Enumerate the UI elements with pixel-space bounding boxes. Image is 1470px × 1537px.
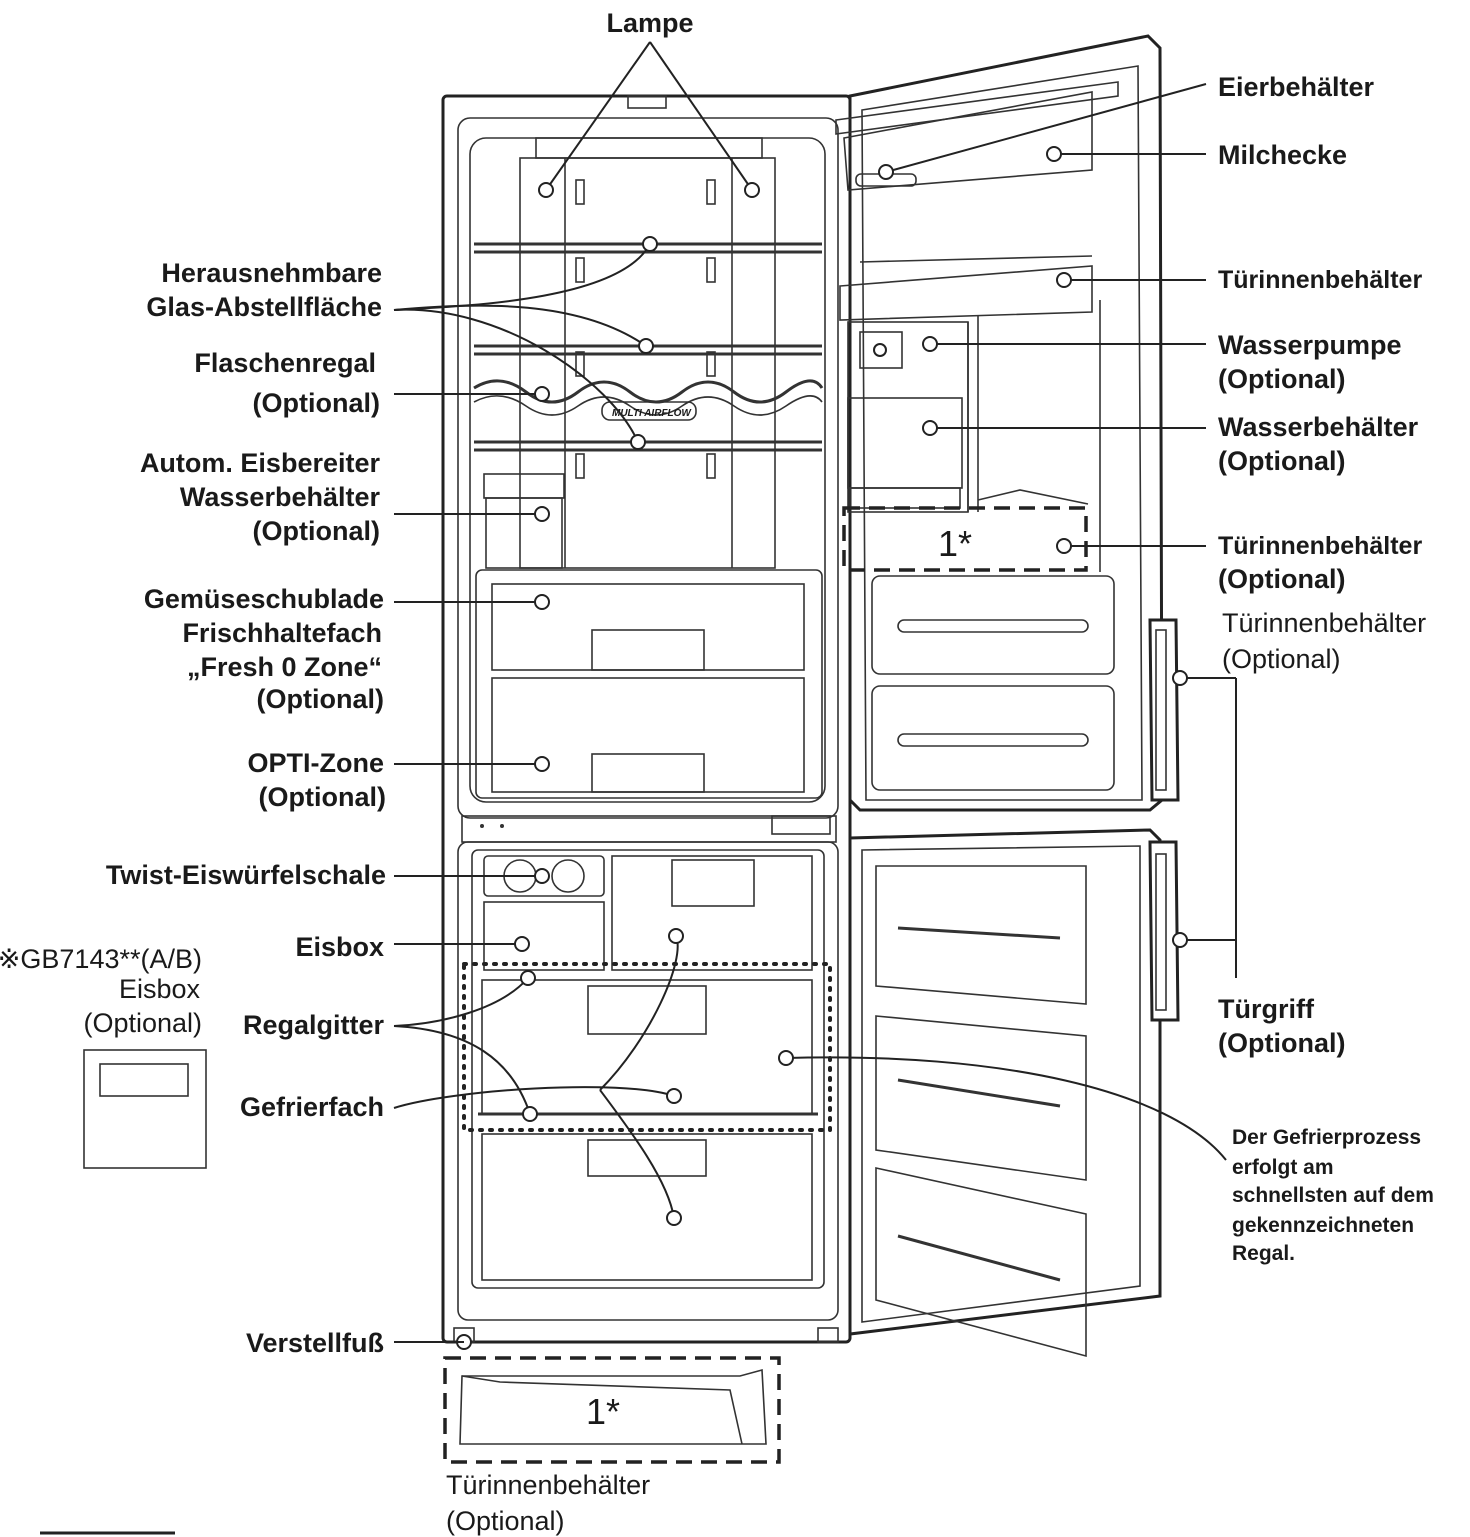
svg-text:(Optional): (Optional) xyxy=(1218,1028,1345,1058)
label-wasserbehaelter: Wasserbehälter xyxy=(1218,412,1419,442)
label-lampe: Lampe xyxy=(606,8,693,38)
svg-text:Wasserbehälter: Wasserbehälter xyxy=(180,482,381,512)
label-veg-drawer: Gemüseschublade xyxy=(144,584,384,614)
leader-lines xyxy=(393,41,1237,1343)
label-gefrierfach: Gefrierfach xyxy=(240,1092,384,1122)
label-tuerinnenbehaelter-1: Türinnenbehälter xyxy=(1218,266,1422,294)
label-eierbehaelter: Eierbehälter xyxy=(1218,72,1375,102)
callout-dots xyxy=(514,146,1188,1226)
marker-bin: 1* xyxy=(586,1391,620,1432)
svg-text:(Optional): (Optional) xyxy=(83,1008,202,1038)
svg-text:(Optional): (Optional) xyxy=(1218,564,1345,594)
svg-text:(Optional): (Optional) xyxy=(259,782,386,812)
label-glass-shelf: Herausnehmbare xyxy=(161,258,382,288)
label-opti-zone: OPTI-Zone xyxy=(248,748,385,778)
freeze-note-line-5: Regal. xyxy=(1232,1242,1295,1265)
svg-text:(Optional): (Optional) xyxy=(446,1506,565,1536)
eisbox-inset xyxy=(83,1049,207,1169)
upper-door xyxy=(771,34,1180,835)
label-bottle-rack: Flaschenregal xyxy=(194,348,376,378)
label-eisbox: Eisbox xyxy=(295,932,384,962)
freeze-note-line-3: schnellsten auf dem xyxy=(1232,1184,1434,1207)
lower-door xyxy=(848,828,1180,1358)
labels-left: Lampe Herausnehmbare Glas-Abstellfläche … xyxy=(0,8,694,1536)
svg-text:(Optional): (Optional) xyxy=(257,684,384,714)
freeze-note-line-4: gekennzeichneten xyxy=(1232,1214,1414,1237)
label-twist-tray: Twist-Eiswürfelschale xyxy=(106,860,386,890)
label-model-note: ※GB7143**(A/B) xyxy=(0,944,202,974)
label-wasserpumpe: Wasserpumpe xyxy=(1218,330,1402,360)
labels-right: Eierbehälter Milchecke Türinnenbehälter … xyxy=(1218,72,1434,1265)
marker-door-bin: 1* xyxy=(938,523,972,564)
svg-text:„Fresh 0 Zone“: „Fresh 0 Zone“ xyxy=(187,652,382,682)
freeze-note-line-2: erfolgt am xyxy=(1232,1156,1334,1179)
label-tuergriff: Türgriff xyxy=(1218,994,1315,1024)
label-tuerinnenbehaelter-2: Türinnenbehälter xyxy=(1218,532,1422,560)
svg-text:Glas-Abstellfläche: Glas-Abstellfläche xyxy=(146,292,382,322)
separate-door-bin: 1* xyxy=(443,1356,781,1464)
label-icemaker: Autom. Eisbereiter xyxy=(140,448,381,478)
svg-text:(Optional): (Optional) xyxy=(1218,446,1345,476)
svg-text:(Optional): (Optional) xyxy=(1218,364,1345,394)
svg-text:Frischhaltefach: Frischhaltefach xyxy=(182,618,382,648)
fridge-cabinet xyxy=(441,94,852,1350)
label-tuerinnenbehaelter-3: Türinnenbehälter xyxy=(1222,608,1426,638)
svg-text:(Optional): (Optional) xyxy=(253,516,380,546)
label-milchecke: Milchecke xyxy=(1218,140,1347,170)
freeze-note-line-1: Der Gefrierprozess xyxy=(1232,1126,1421,1149)
svg-text:(Optional): (Optional) xyxy=(253,388,380,418)
svg-text:(Optional): (Optional) xyxy=(1222,644,1341,674)
svg-text:Eisbox: Eisbox xyxy=(119,974,201,1004)
label-verstellfuss: Verstellfuß xyxy=(246,1328,384,1358)
airflow-label: MULTI AIRFLOW xyxy=(612,408,692,419)
label-regalgitter: Regalgitter xyxy=(243,1010,385,1040)
label-door-bin-bottom: Türinnenbehälter xyxy=(446,1470,650,1500)
